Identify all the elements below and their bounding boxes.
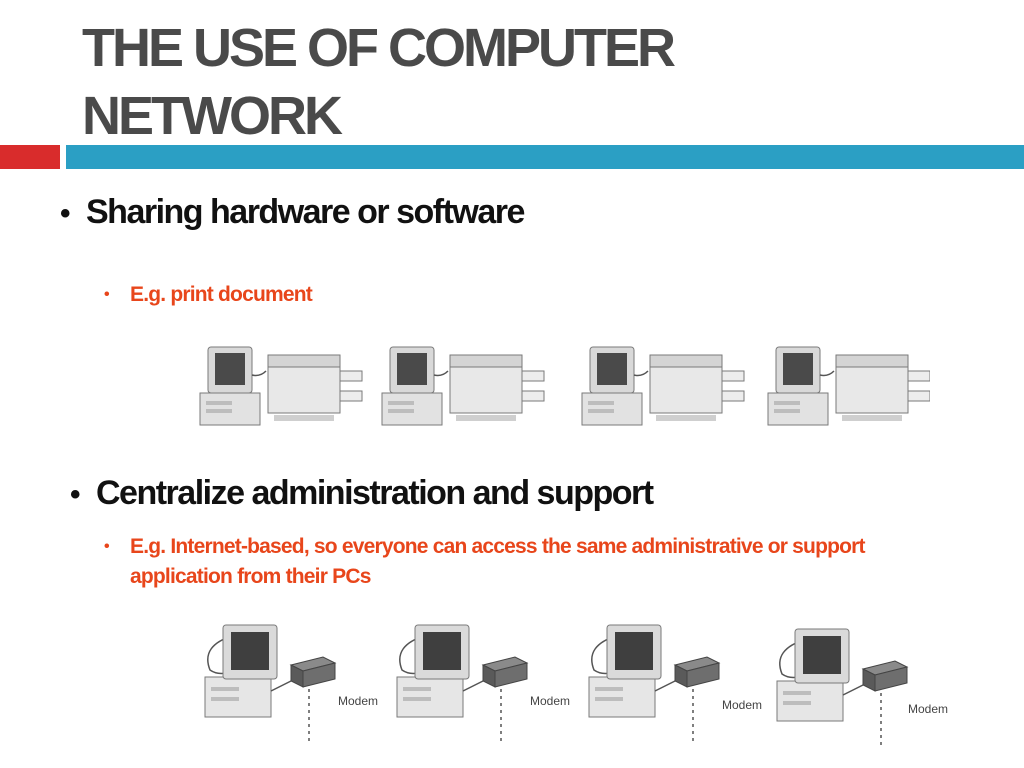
slide-title-line-1: THE USE OF COMPUTER [82,18,676,78]
computer-modem-illustration [396,624,528,744]
slide-title-line-2: NETWORK [82,86,343,146]
computer-printer-illustration [581,346,745,426]
bullet-heading: Sharing hardware or software [86,193,525,231]
computer-modem-illustration [588,624,720,744]
computer-printer-illustration [767,346,930,426]
accent-bar-red [0,145,60,169]
modem-label: Modem [722,698,762,712]
computer-printer-illustration [199,346,363,426]
sub-bullet-internet: • E.g. Internet-based, so everyone can ac… [104,532,950,592]
computer-modem-illustration [204,624,336,744]
computer-modem-illustration [776,628,908,748]
modem-label: Modem [530,694,570,708]
bullet-centralize: • Centralize administration and support [70,473,654,515]
bullet-dot: • [70,478,81,511]
bullet-sharing: • Sharing hardware or software [60,192,525,234]
bullet-dot: • [60,197,71,230]
bullet-dot: • [104,286,110,303]
sub-bullet-print: • E.g. print document [104,280,313,310]
modem-label: Modem [338,694,378,708]
bullet-heading: Centralize administration and support [96,474,654,512]
modem-label: Modem [908,702,948,716]
sub-bullet-text: E.g. print document [130,283,313,306]
bullet-dot: • [104,538,110,555]
accent-bar-blue [66,145,1024,169]
computer-printer-illustrations [199,346,930,426]
sub-bullet-text: E.g. Internet-based, so everyone can acc… [130,535,866,588]
computer-printer-illustration [381,346,545,426]
computer-modem-illustrations: Modem Modem Modem Modem [204,624,948,748]
